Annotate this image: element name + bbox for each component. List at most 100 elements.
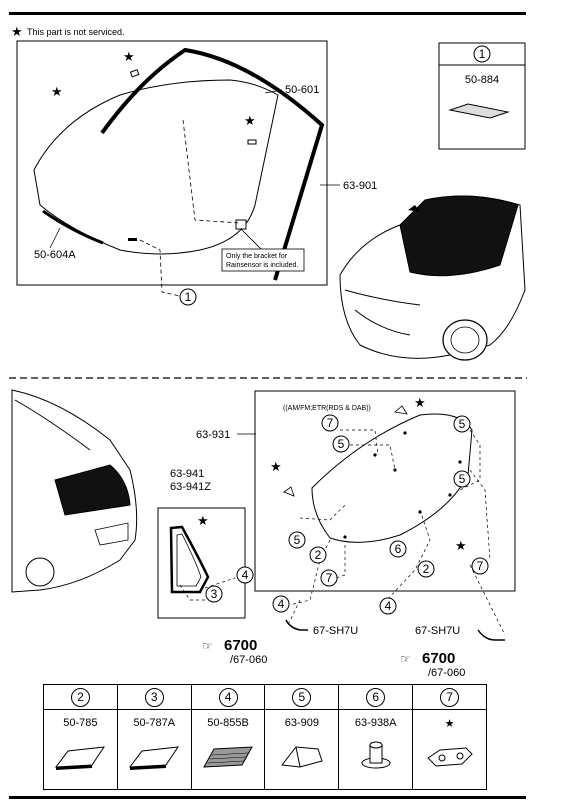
harness-label-right: 67-SH7U: [415, 625, 460, 637]
leader-line: [204, 577, 236, 589]
callout-circle-4: 4: [218, 687, 238, 707]
callout-circle-6: 6: [389, 540, 407, 558]
table-cell: ★: [412, 709, 487, 790]
reference-sub-right: /67-060: [428, 667, 465, 679]
mounting-point: [393, 468, 397, 472]
bracket-note-box: [221, 248, 305, 272]
reference-number-left: 6700: [224, 637, 257, 654]
harness-right-icon: [477, 629, 505, 641]
table-cell: 63-909: [264, 709, 340, 790]
svg-text:5: 5: [459, 417, 466, 431]
leader-line: [329, 545, 346, 581]
star-icon: ★: [414, 395, 426, 410]
glass-mark-icon: [128, 238, 137, 241]
table-cell: 5: [264, 684, 340, 710]
leader-line: [384, 509, 431, 603]
callout-circle-3: 3: [205, 585, 223, 603]
callout-circle-2: 2: [417, 560, 435, 578]
rear-car-illustration: [11, 389, 138, 593]
callout-circle-3: 3: [144, 687, 164, 707]
svg-text:3: 3: [211, 587, 218, 601]
parts-table-body-row: 50-785 50-787A 50-855B 63-909 63-938A ★: [43, 709, 487, 790]
part-number-63-909: 63-909: [284, 717, 320, 729]
spacer-strip-icon: [129, 746, 180, 770]
bracket-note-line-2: Rainsensor is included.: [226, 262, 298, 269]
leader-line: [264, 89, 283, 94]
callout-circle-4: 4: [272, 595, 290, 613]
part-label-50-604a: 50-604A: [34, 249, 76, 261]
leader-line: [289, 539, 331, 606]
callout-circle-1: [179, 288, 197, 306]
svg-text:4: 4: [242, 568, 249, 582]
callout-circle-4: 4: [236, 566, 254, 584]
table-cell: 7: [412, 684, 487, 710]
sensor-cover-icon: [247, 139, 257, 145]
adhesive-pad-icon: [203, 746, 253, 768]
rear-window-glass: [311, 413, 473, 543]
quarter-glass-inner: [176, 533, 202, 587]
callout-circle-5: 5: [332, 435, 350, 453]
front-car-illustration: [339, 195, 526, 361]
star-icon: ★: [197, 513, 209, 528]
leader-line: [49, 227, 61, 249]
antenna-note: ((AM/FM;ETR(RDS & DAB)): [283, 405, 371, 412]
star-icon: ★: [244, 113, 256, 128]
svg-text:6: 6: [395, 542, 402, 556]
svg-text:7: 7: [326, 571, 333, 585]
harness-label-left: 67-SH7U: [313, 625, 358, 637]
callout-circle-7: 7: [320, 569, 338, 587]
part-number-star: ★: [444, 718, 455, 730]
callout-circle-7: 7: [440, 687, 460, 707]
svg-text:7: 7: [477, 559, 484, 573]
svg-text:7: 7: [327, 416, 334, 430]
mounting-point: [403, 431, 407, 435]
callout-circle-7: 7: [321, 414, 339, 432]
part-number-63-938a: 63-938A: [354, 717, 397, 729]
part-label-50-884: 50-884: [465, 74, 499, 86]
table-cell: 63-938A: [338, 709, 414, 790]
parts-table: 2 3 4 5 6 7 50-785 50-787A 50-855B 63-90…: [43, 684, 487, 790]
parts-table-header-row: 2 3 4 5 6 7: [43, 684, 487, 710]
stopper-block-icon: [280, 746, 323, 768]
callout-circle-5: 5: [453, 470, 471, 488]
svg-text:5: 5: [459, 472, 466, 486]
table-cell: 50-785: [43, 709, 118, 790]
svg-text:5: 5: [294, 533, 301, 547]
reference-sub-left: /67-060: [230, 654, 267, 666]
star-icon: ★: [51, 84, 63, 99]
leader-line: [469, 469, 491, 561]
clip-icon: [361, 741, 391, 769]
leader-line: [179, 584, 212, 601]
callout-circle-5: 5: [288, 531, 306, 549]
svg-text:4: 4: [385, 599, 392, 613]
table-cell: 6: [338, 684, 414, 710]
top-rule: [9, 12, 526, 15]
bracket-note-line-1: Only the bracket for: [226, 253, 288, 260]
leader-line: [350, 444, 396, 471]
table-cell: 50-855B: [190, 709, 266, 790]
mounting-point: [373, 453, 377, 457]
callout-circle-2: 2: [70, 687, 90, 707]
callout-circle-5: 5: [292, 687, 312, 707]
leader-line: [182, 119, 241, 224]
antenna-connector-icon: [283, 486, 295, 497]
part-number-50-785: 50-785: [63, 717, 98, 729]
callout-circle-6: 6: [366, 687, 386, 707]
bottom-rule: [9, 796, 526, 799]
spacer-strip-icon: [55, 746, 106, 770]
reference-arrow-icon: ☞: [202, 639, 213, 653]
pad-icon: [448, 103, 510, 119]
svg-text:4: 4: [278, 597, 285, 611]
part-label-63-941: 63-941: [170, 468, 204, 480]
callout-number: 1: [479, 47, 486, 61]
harness-left-icon: [285, 619, 308, 631]
svg-text:5: 5: [338, 437, 345, 451]
not-serviced-note: This part is not serviced.: [27, 27, 125, 37]
part-label-63-901: 63-901: [343, 180, 377, 192]
table-cell: 50-787A: [116, 709, 192, 790]
reference-number-right: 6700: [422, 650, 455, 667]
callout-circle-5: 5: [453, 415, 471, 433]
mounting-point: [343, 535, 347, 539]
mirror-base-icon: [129, 69, 140, 78]
